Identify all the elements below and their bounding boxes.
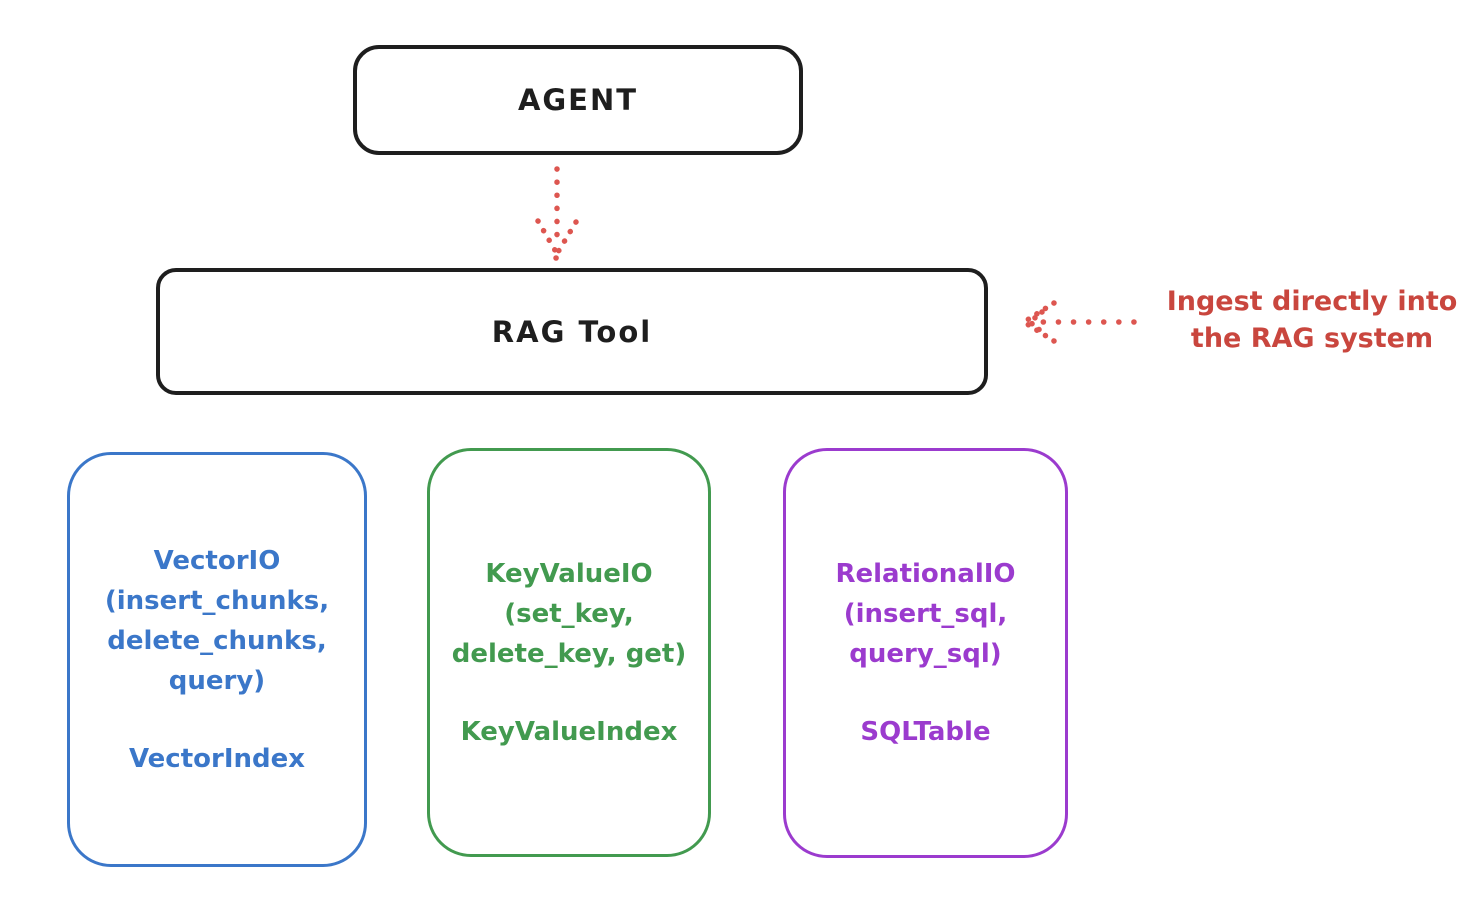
ingest-annotation-line1: Ingest directly into [1166, 286, 1458, 317]
keyvalue-io-method-line: (set_key, [504, 598, 634, 629]
vector-io-node: VectorIO (insert_chunks, delete_chunks, … [67, 452, 367, 867]
keyvalue-io-title: KeyValueIO [485, 558, 653, 589]
agent-to-rag-arrow-icon [535, 166, 579, 261]
rag-tool-label: RAG Tool [491, 314, 653, 349]
keyvalue-index-label: KeyValueIndex [460, 716, 678, 747]
relational-io-method-line: query_sql) [849, 639, 1002, 669]
ingest-annotation-line2: the RAG system [1190, 323, 1434, 354]
vector-io-method-line: delete_chunks, [107, 625, 327, 656]
ingest-to-rag-arrow-icon [1021, 300, 1137, 344]
vector-io-method-line: (insert_chunks, [104, 585, 330, 616]
relational-io-node: RelationalIO (insert_sql, query_sql) SQL… [783, 448, 1068, 858]
relational-io-method-line: (insert_sql, [843, 599, 1008, 629]
rag-tool-node: RAG Tool [156, 268, 988, 395]
vector-index-label: VectorIndex [128, 743, 306, 774]
relational-io-title: RelationalIO [835, 559, 1016, 589]
vector-io-title: VectorIO [153, 545, 281, 576]
agent-node: AGENT [353, 45, 803, 155]
agent-label: AGENT [517, 83, 639, 117]
keyvalue-io-node: KeyValueIO (set_key, delete_key, get) Ke… [427, 448, 711, 857]
ingest-annotation: Ingest directly into the RAG system [1140, 283, 1484, 357]
vector-io-method-line: query) [168, 665, 266, 696]
keyvalue-io-method-line: delete_key, get) [451, 638, 687, 669]
sql-table-label: SQLTable [860, 717, 991, 747]
